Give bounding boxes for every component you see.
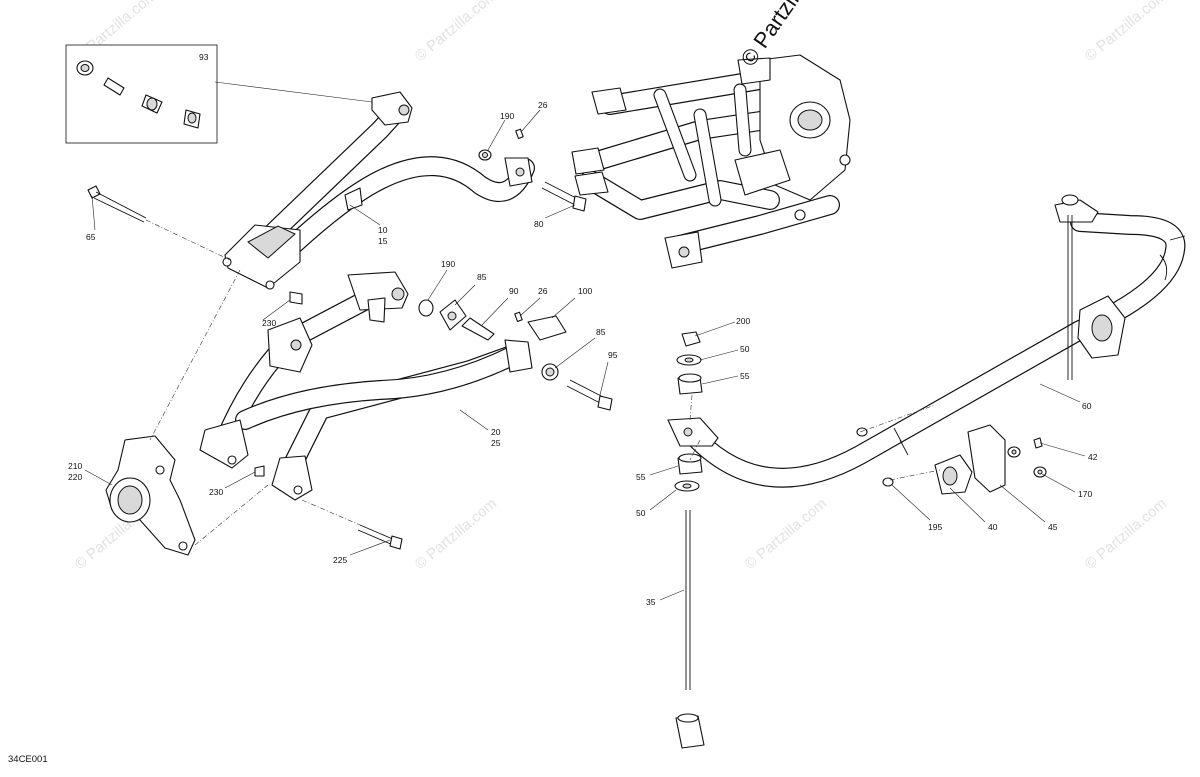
callout-100: 100 [578,286,592,296]
callout-80: 80 [534,219,544,229]
callout-225: 225 [333,555,347,565]
callout-20: 20 [491,427,501,437]
callout-50: 50 [636,508,646,518]
assembly-lines [145,219,941,546]
watermark-text: © Partzilla.com [1082,495,1170,573]
bushing-kit-inset [65,44,373,144]
callout-25: 25 [491,438,501,448]
sway-bar-link [674,194,1079,749]
callout-26: 26 [538,286,548,296]
watermark-text: © Partzilla.com [412,495,500,573]
callout-55: 55 [636,472,646,482]
callout-93: 93 [199,52,209,62]
callout-200: 200 [736,316,750,326]
watermark-text: © Partzilla.com [412,0,500,65]
callout-230: 230 [262,318,276,328]
upper-a-arm [222,91,535,290]
callout-195: 195 [928,522,942,532]
callout-55: 55 [740,371,750,381]
callout-40: 40 [988,522,998,532]
callout-15: 15 [378,236,388,246]
callout-35: 35 [646,597,656,607]
callout-85: 85 [596,327,606,337]
sway-bar [667,199,1186,488]
callout-190: 190 [500,111,514,121]
callout-45: 45 [1048,522,1058,532]
callout-10: 10 [378,225,388,235]
callout-95: 95 [608,350,618,360]
rear-knuckle [105,435,196,556]
upper-arm-fasteners [87,128,587,305]
callout-numbers: 93 190 26 65 10 15 80 190 85 90 26 100 8… [68,52,1098,607]
callout-90: 90 [509,286,519,296]
callout-26: 26 [538,100,548,110]
callout-60: 60 [1082,401,1092,411]
callout-65: 65 [86,232,96,242]
callout-leaders [84,109,1086,601]
callout-220: 220 [68,472,82,482]
callout-210: 210 [68,461,82,471]
callout-190: 190 [441,259,455,269]
callout-170: 170 [1078,489,1092,499]
watermark-text: © Partzilla.com [742,495,830,573]
lower-a-arm [199,271,533,501]
sway-bar-bushing [856,295,1126,495]
callout-42: 42 [1088,452,1098,462]
callout-85: 85 [477,272,487,282]
callout-230: 230 [209,487,223,497]
lower-arm-bushings [254,299,613,550]
watermark-text: © Partzilla.com [1082,0,1170,65]
callout-50: 50 [740,344,750,354]
diagram-code: 34CE001 [8,754,48,765]
inset-leader-line [214,81,373,103]
watermark-layer: © Partzilla.com © Partzilla.com © Partzi… [72,0,1170,573]
inset-frame [65,44,218,144]
rear-subframe [571,54,851,269]
